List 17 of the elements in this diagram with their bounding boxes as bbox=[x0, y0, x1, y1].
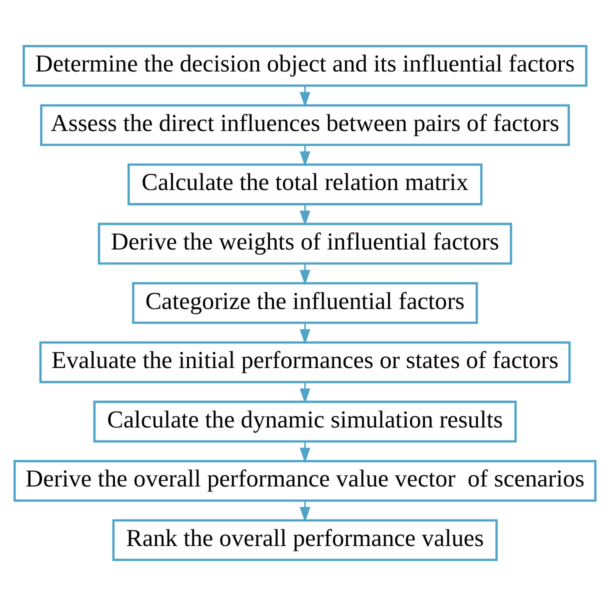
node-box: Calculate the total relation matrix bbox=[128, 163, 482, 205]
arrow bbox=[300, 263, 310, 285]
node-box: Determine the decision object and its influential factors bbox=[22, 44, 588, 86]
node-box: Rank the overall performance values bbox=[112, 518, 498, 561]
node-box: Evaluate the initial performances or states of factors bbox=[39, 340, 571, 383]
arrow bbox=[300, 441, 310, 462]
arrow bbox=[300, 382, 310, 404]
arrow bbox=[300, 322, 310, 344]
node-box: Assess the direct influences between pairs of factors bbox=[40, 104, 570, 146]
arrow bbox=[300, 204, 310, 226]
arrow bbox=[300, 85, 310, 107]
node-box: Categorize the influential factors bbox=[132, 282, 478, 324]
node-box: Calculate the dynamic simulation results bbox=[93, 400, 517, 442]
node-box: Derive the weights of influential factors bbox=[98, 222, 512, 264]
arrow bbox=[300, 144, 310, 166]
node-box: Derive the overall performance value vector of scenarios bbox=[14, 459, 596, 502]
arrow bbox=[300, 500, 310, 522]
